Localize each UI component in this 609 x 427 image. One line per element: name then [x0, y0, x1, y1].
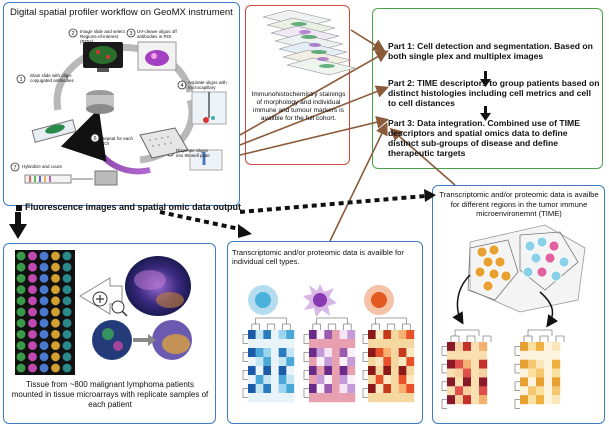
svg-text:7: 7: [13, 165, 16, 171]
brown-arrows: [239, 29, 456, 242]
geomx-illustration: 123 4567: [10, 28, 227, 186]
tissue-caption: Tissue from ~800 malignant lymphoma pati…: [11, 380, 209, 409]
time-illustration: [441, 224, 586, 409]
ihc-caption: Immunohistochemistry stainings of morpho…: [251, 91, 346, 122]
part-flow-arrows: [480, 71, 491, 121]
svg-text:4: 4: [180, 83, 183, 89]
time-caption: Transcriptomic and/or proteomic data is …: [439, 190, 599, 218]
step-7-label: Hybridize and count: [22, 164, 62, 169]
svg-text:3: 3: [129, 31, 132, 37]
analysis-parts-panel: [372, 8, 603, 169]
part-3-text: Part 3: Data integration. Combined use o…: [388, 118, 580, 158]
step-5-label: Dispense oligos into 96-well plate: [176, 148, 210, 158]
step-4-label: Aspirate oligos with microcapillary: [188, 80, 227, 90]
svg-text:6: 6: [93, 136, 96, 142]
geomx-title: Digital spatial profiler workflow on Geo…: [10, 7, 233, 18]
step-2-label: Image slide and select Regions-of-intere…: [80, 29, 125, 44]
output-label: Fluorescence images and spatial omic dat…: [25, 202, 242, 212]
svg-text:1: 1: [19, 77, 22, 83]
step-3-label: UV-cleave oligos off antibodies in ROI: [137, 29, 177, 39]
dotted-arrow-time: [239, 194, 426, 214]
part-1-text: Part 1: Cell detection and segmentation.…: [388, 41, 593, 61]
output-bullet-icon: [16, 205, 22, 211]
celltype-illustration: [242, 284, 415, 403]
step-6-label: Repeat for each ROI: [101, 136, 134, 146]
tma-illustration: [15, 250, 192, 375]
svg-text:2: 2: [71, 31, 74, 37]
ihc-slide-stack: [262, 9, 356, 76]
celltype-caption: Transcriptomic and/or proteomic data is …: [232, 248, 404, 266]
dotted-arrow-celltypes: [159, 210, 245, 232]
step-1-label: Stain slide with oligo-conjugated antibo…: [30, 73, 74, 83]
thick-arrow-tissue: [9, 212, 27, 239]
part-2-text: Part 2: TIME descriptors to group patien…: [388, 78, 600, 108]
